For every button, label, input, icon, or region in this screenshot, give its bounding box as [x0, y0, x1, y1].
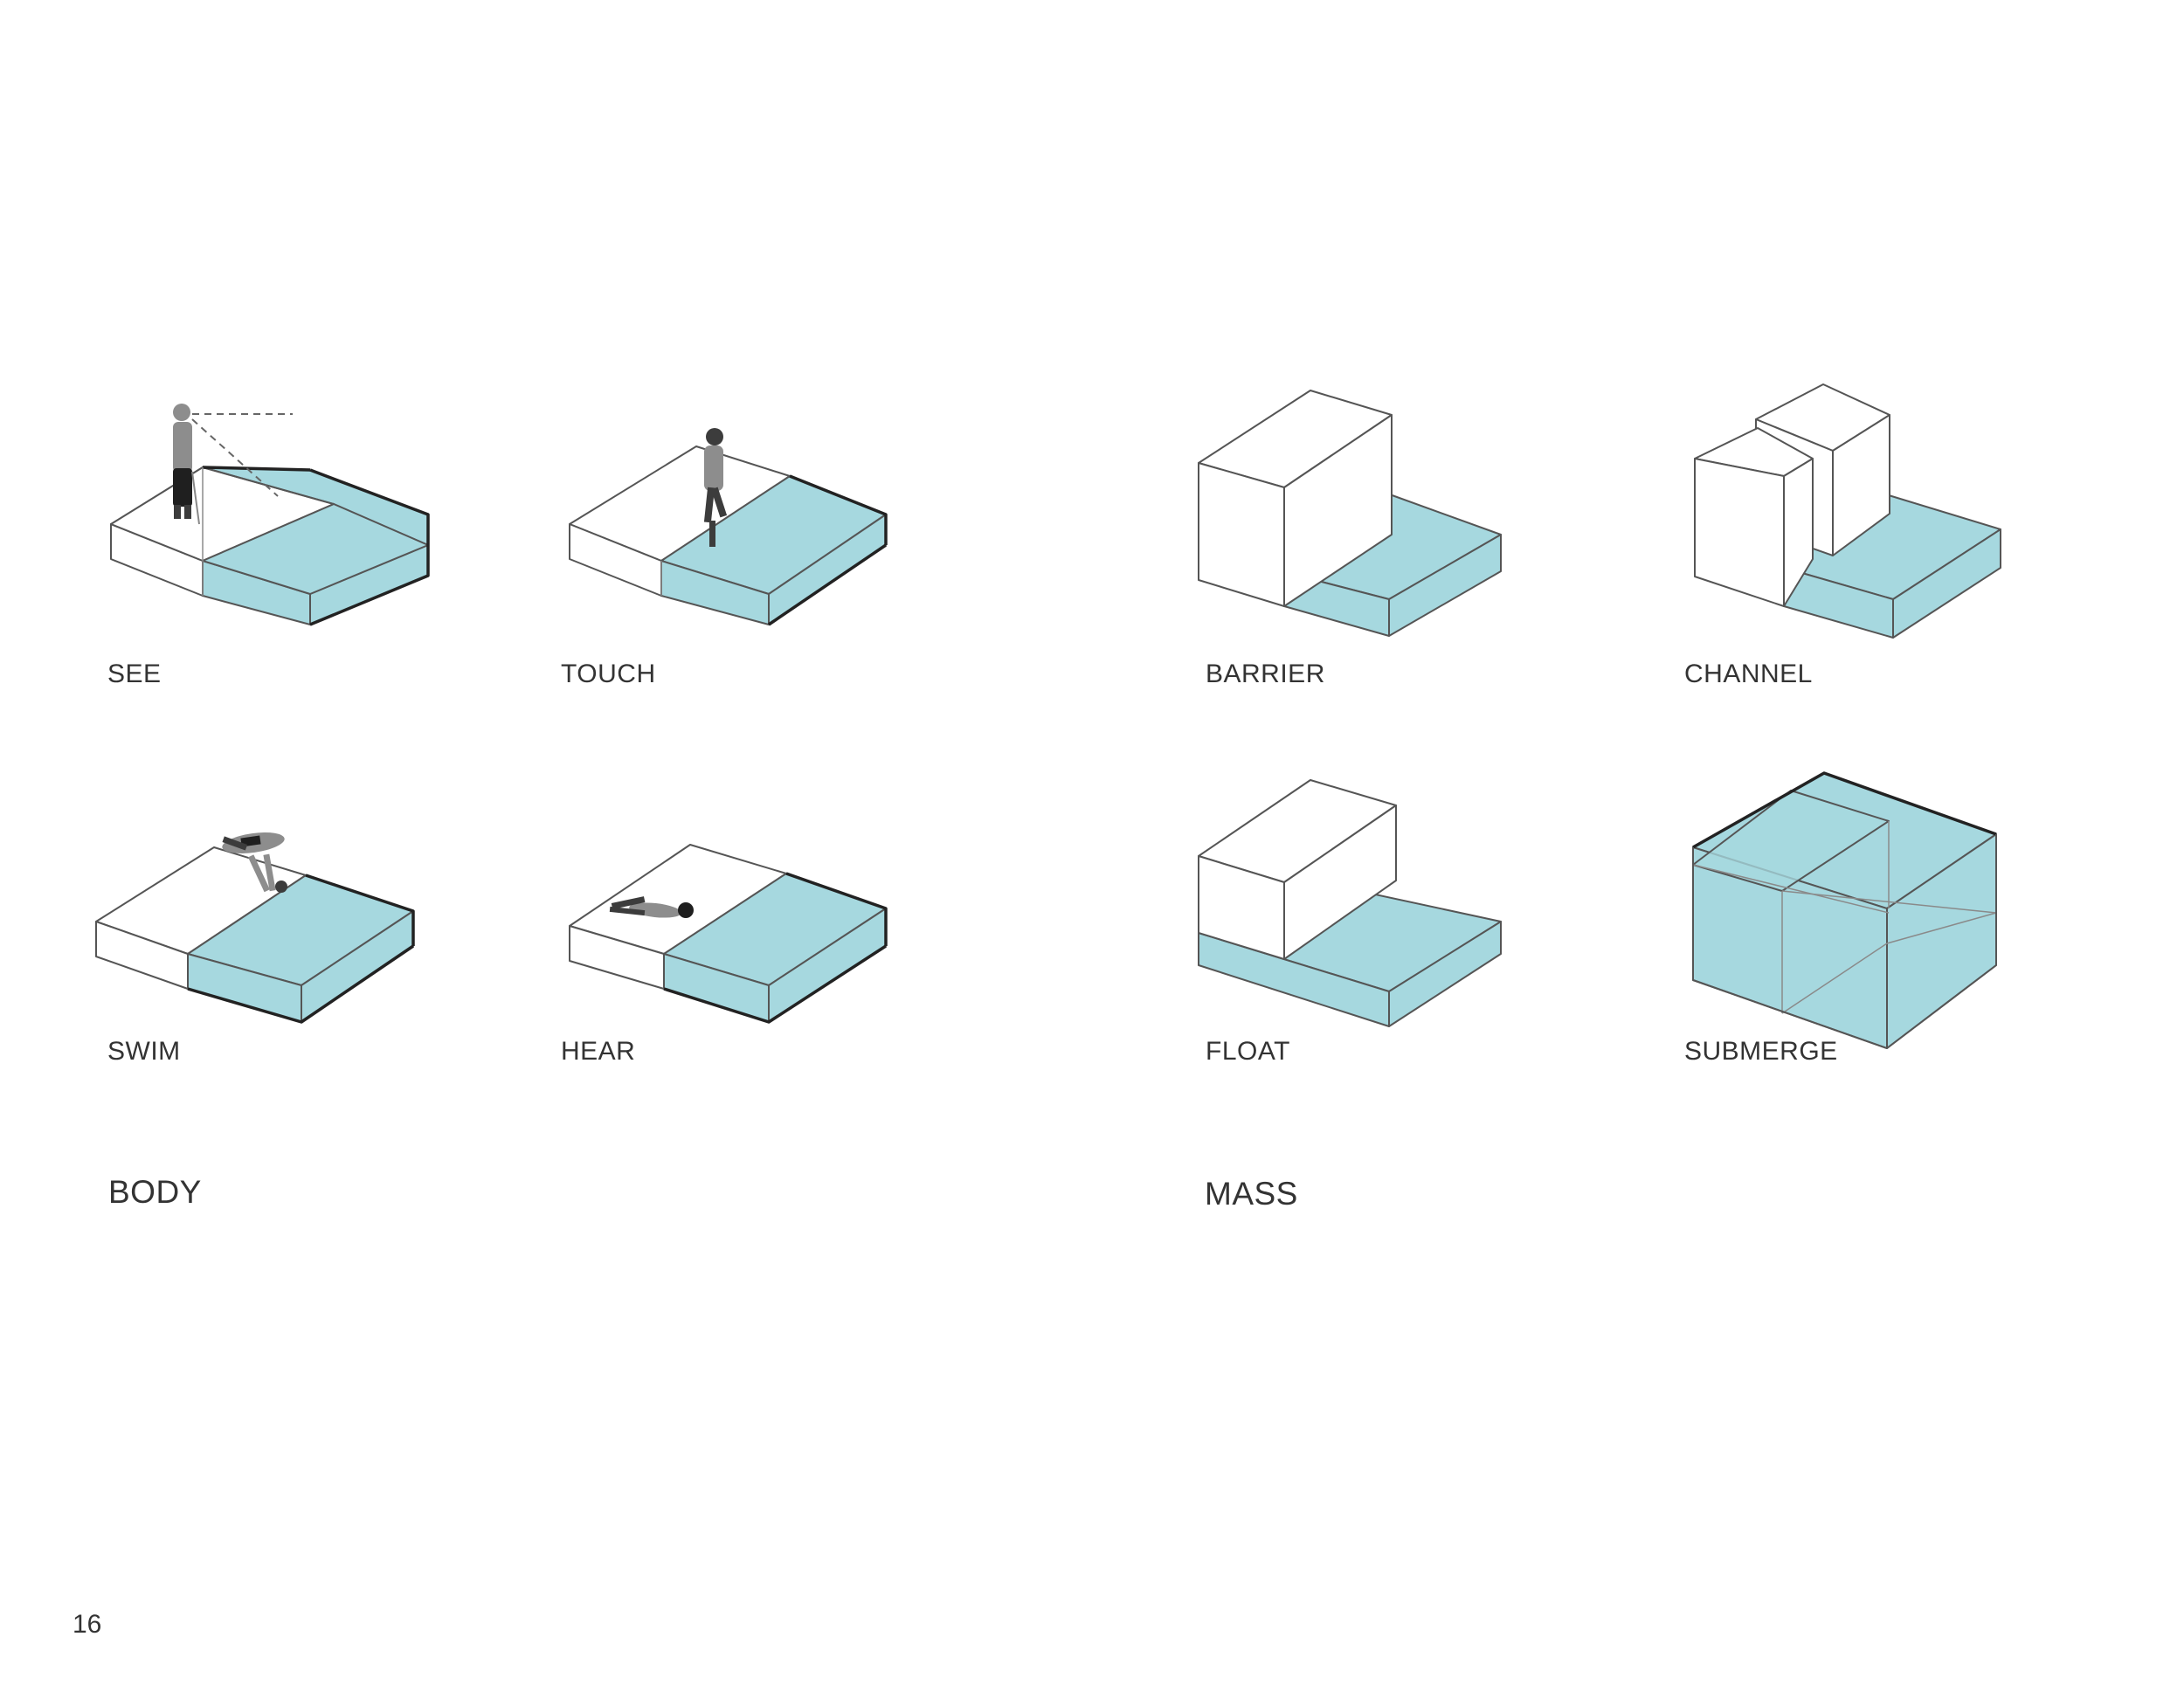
label-channel: CHANNEL [1684, 660, 1813, 688]
group-title-mass: MASS [1205, 1176, 1298, 1212]
person-diving-icon [222, 832, 287, 893]
person-walking-icon [703, 428, 728, 547]
label-float: FLOAT [1206, 1037, 1290, 1066]
label-swim: SWIM [107, 1037, 181, 1066]
page-number: 16 [73, 1610, 101, 1639]
diagram-hear: HEAR [561, 844, 888, 1066]
diagram-barrier: BARRIER [1198, 390, 1502, 688]
diagram-submerge: SUBMERGE [1684, 771, 1997, 1066]
label-hear: HEAR [561, 1037, 635, 1066]
label-submerge: SUBMERGE [1684, 1037, 1838, 1066]
diagram-see: SEE [107, 404, 430, 688]
label-see: SEE [107, 660, 162, 688]
group-title-body: BODY [108, 1174, 202, 1210]
diagram-touch: TOUCH [561, 428, 888, 688]
person-lying-icon [609, 896, 694, 918]
person-standing-icon [173, 404, 200, 525]
diagram-float: FLOAT [1198, 779, 1502, 1066]
label-barrier: BARRIER [1206, 660, 1325, 688]
diagram-channel: CHANNEL [1684, 383, 2001, 688]
label-touch: TOUCH [561, 660, 656, 688]
diagram-swim: SWIM [95, 832, 415, 1066]
